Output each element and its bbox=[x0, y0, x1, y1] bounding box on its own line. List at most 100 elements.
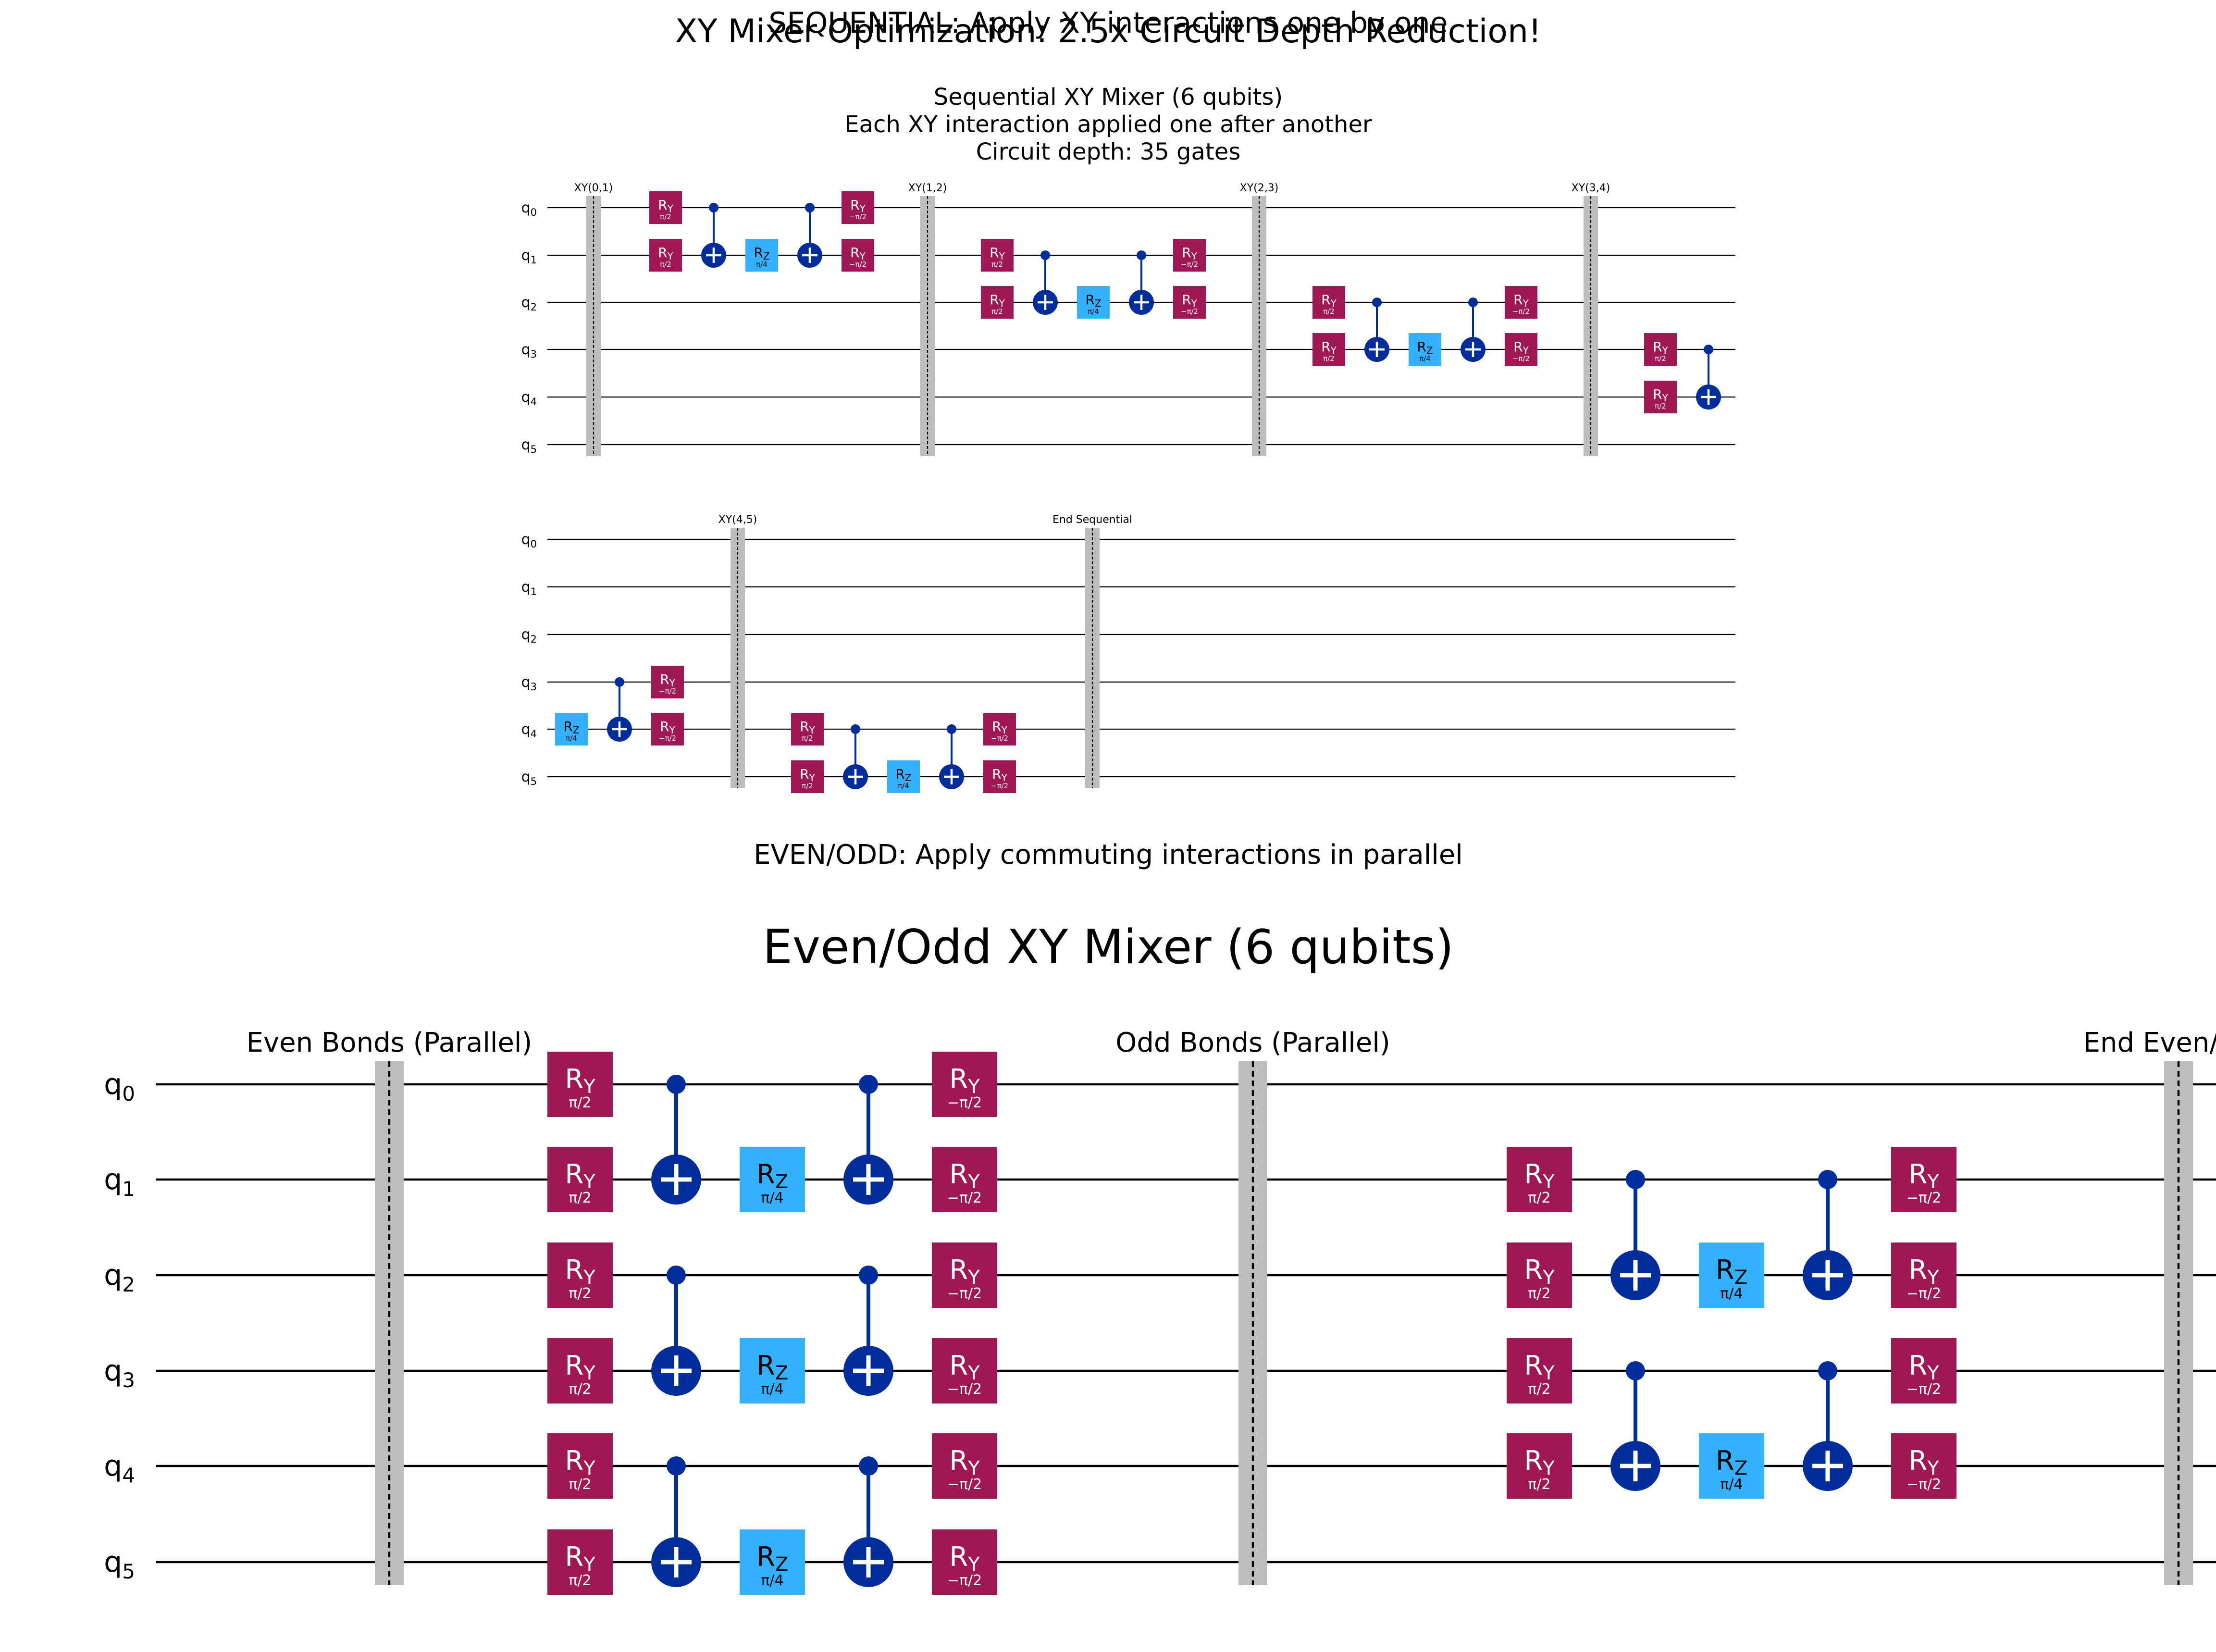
gate-letter: R bbox=[1524, 1159, 1543, 1190]
gate-subscript: Y bbox=[1662, 345, 1669, 356]
gate-letter: R bbox=[1716, 1255, 1734, 1286]
ry-gate bbox=[983, 713, 1016, 745]
rz-gate-label: RZ bbox=[1716, 1255, 1747, 1289]
ry-gate-label: RY bbox=[949, 1255, 980, 1289]
ry-gate bbox=[981, 286, 1014, 319]
qubit-label-letter: q bbox=[104, 1545, 122, 1579]
gate-angle: π/2 bbox=[1655, 354, 1666, 363]
gate-angle: −π/2 bbox=[659, 734, 676, 743]
gate-angle: −π/2 bbox=[947, 1476, 982, 1493]
gate-letter: R bbox=[949, 1159, 968, 1190]
qubit-label-index: 5 bbox=[122, 1560, 135, 1583]
gate-letter: R bbox=[895, 766, 904, 782]
gate-letter: R bbox=[565, 1445, 583, 1477]
ry-gate bbox=[842, 191, 874, 224]
rz-gate-label: RZ bbox=[754, 245, 769, 262]
gate-angle: π/2 bbox=[1528, 1285, 1550, 1302]
cx-control-dot bbox=[1818, 1170, 1837, 1189]
gate-angle: −π/2 bbox=[991, 734, 1008, 743]
qubit-label: q1 bbox=[521, 579, 537, 597]
ry-gate-label: RY bbox=[949, 1541, 980, 1576]
ry-gate bbox=[1173, 286, 1206, 319]
rz-gate-label: RZ bbox=[1716, 1445, 1747, 1479]
gate-subscript: Y bbox=[1523, 345, 1529, 356]
qubit-label-letter: q bbox=[104, 1068, 122, 1101]
gate-letter: R bbox=[1524, 1350, 1543, 1381]
qubit-label-index: 2 bbox=[531, 633, 537, 645]
gate-letter: R bbox=[850, 197, 859, 213]
rz-gate-label: RZ bbox=[563, 719, 579, 736]
qubit-label-index: 1 bbox=[122, 1177, 135, 1201]
gate-letter: R bbox=[658, 245, 667, 261]
ry-gate-label: RY bbox=[1524, 1445, 1555, 1479]
qubit-label-letter: q bbox=[521, 674, 531, 691]
gate-subscript: Y bbox=[1330, 345, 1337, 356]
gate-angle: π/2 bbox=[569, 1094, 591, 1111]
ry-gate-label: RY bbox=[658, 197, 673, 214]
cx-control-dot bbox=[1626, 1361, 1645, 1380]
gate-subscript: Z bbox=[1426, 345, 1433, 356]
gate-subscript: Y bbox=[1927, 1362, 1939, 1384]
qubit-label: q0 bbox=[104, 1068, 135, 1105]
cx-control-dot bbox=[851, 724, 860, 734]
qubit-label-letter: q bbox=[521, 436, 531, 453]
gate-letter: R bbox=[1908, 1255, 1927, 1286]
ry-gate bbox=[547, 1242, 613, 1308]
gate-subscript: Y bbox=[1542, 1457, 1555, 1479]
gate-subscript: Y bbox=[859, 203, 866, 214]
gate-subscript: Y bbox=[583, 1076, 595, 1098]
gate-letter: R bbox=[756, 1541, 775, 1573]
qubit-label-letter: q bbox=[521, 531, 531, 548]
cx-control-dot bbox=[1818, 1361, 1837, 1380]
gate-subscript: Y bbox=[1542, 1171, 1555, 1193]
gate-angle: −π/2 bbox=[991, 782, 1008, 790]
ry-gate-label: RY bbox=[660, 671, 675, 689]
rz-gate-label: RZ bbox=[756, 1159, 788, 1193]
rz-gate bbox=[1409, 333, 1441, 366]
gate-angle: π/2 bbox=[569, 1572, 591, 1589]
gate-subscript: Y bbox=[1927, 1457, 1939, 1479]
ry-gate bbox=[981, 239, 1014, 272]
qubit-label: q2 bbox=[104, 1258, 135, 1296]
cx-control-dot bbox=[667, 1075, 686, 1094]
gate-subscript: Y bbox=[669, 677, 676, 689]
gate-letter: R bbox=[660, 719, 669, 734]
qubit-label-letter: q bbox=[104, 1449, 122, 1483]
ry-gate bbox=[932, 1338, 997, 1404]
rz-gate-label: RZ bbox=[756, 1350, 788, 1384]
qubit-label-letter: q bbox=[521, 341, 531, 358]
rz-gate bbox=[740, 1529, 805, 1595]
gate-letter: R bbox=[1085, 292, 1094, 308]
qubit-label-letter: q bbox=[521, 626, 531, 643]
gate-letter: R bbox=[1908, 1350, 1927, 1381]
barrier-label: End Sequential bbox=[1052, 514, 1132, 526]
sequential-heading-group: SEQUENTIAL: Apply XY interactions one by… bbox=[768, 6, 1448, 40]
gate-subscript: Y bbox=[1001, 724, 1008, 736]
gate-angle: π/2 bbox=[569, 1190, 591, 1206]
cx-control-dot bbox=[805, 203, 815, 212]
gate-letter: R bbox=[949, 1350, 968, 1381]
cx-control-dot bbox=[667, 1266, 686, 1285]
ry-gate-label: RY bbox=[949, 1445, 980, 1479]
rz-gate bbox=[745, 239, 778, 272]
ry-gate bbox=[1507, 1242, 1572, 1308]
ry-gate-label: RY bbox=[800, 766, 815, 783]
gate-letter: R bbox=[949, 1064, 968, 1095]
gate-angle: π/2 bbox=[802, 734, 813, 743]
cx-control-dot bbox=[1626, 1170, 1645, 1189]
ry-gate-label: RY bbox=[990, 292, 1005, 309]
gate-letter: R bbox=[850, 245, 859, 261]
qubit-label-index: 3 bbox=[531, 348, 537, 360]
gate-angle: π/4 bbox=[761, 1572, 783, 1589]
sequential-circuit-title: Sequential XY Mixer (6 qubits) Each XY i… bbox=[844, 84, 1372, 165]
gate-letter: R bbox=[756, 1350, 775, 1381]
ry-gate bbox=[547, 1433, 613, 1499]
ry-gate-label: RY bbox=[565, 1541, 595, 1576]
ry-gate bbox=[932, 1242, 997, 1308]
gate-letter: R bbox=[1908, 1159, 1927, 1190]
barrier-label: XY(1,2) bbox=[908, 182, 947, 194]
qubit-label: q1 bbox=[521, 247, 537, 266]
ry-gate bbox=[1644, 333, 1677, 366]
rz-gate bbox=[1699, 1433, 1764, 1499]
gate-subscript: Z bbox=[1734, 1457, 1747, 1479]
